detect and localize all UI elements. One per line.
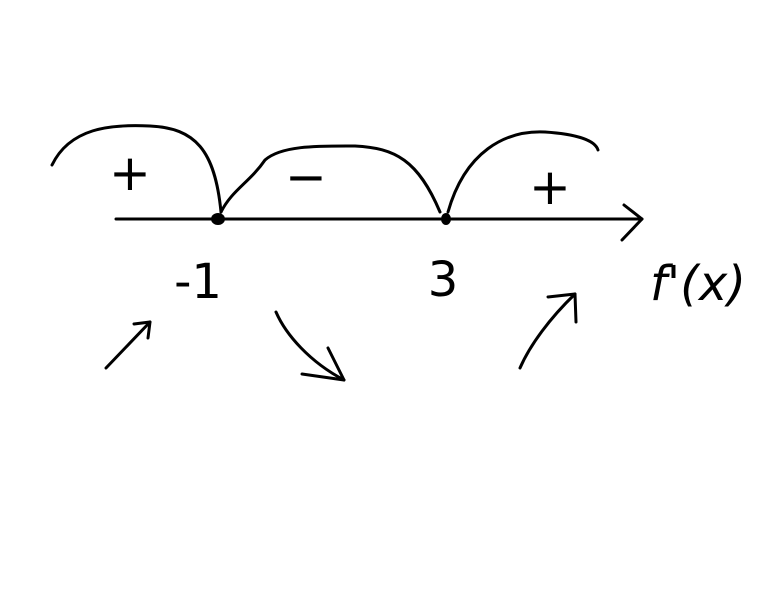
critical-point-labels: -1 3 [174,252,458,310]
sign-label-interval-2: − [285,148,327,206]
critical-point-markers [211,213,451,225]
number-line [114,203,644,242]
function-label: f'(x) [650,256,746,312]
increasing-arrow-icon [104,320,152,370]
number-line-arrowhead [620,203,644,242]
critical-point-label-2: 3 [428,252,459,308]
sign-label-interval-1: + [109,144,151,202]
monotonicity-arrows [104,292,578,382]
critical-point-marker-1 [211,213,225,225]
interval-arcs [50,124,600,214]
critical-point-label-1: -1 [174,254,222,310]
increasing-arrow-icon [518,292,578,370]
sign-label-interval-3: + [529,158,571,216]
arc-interval-3 [446,130,600,214]
sign-labels: + − + [109,144,571,216]
arc-interval-1 [50,124,223,214]
decreasing-arrow-icon [274,310,346,382]
arc-interval-2 [219,144,442,214]
critical-point-marker-2 [441,213,451,225]
